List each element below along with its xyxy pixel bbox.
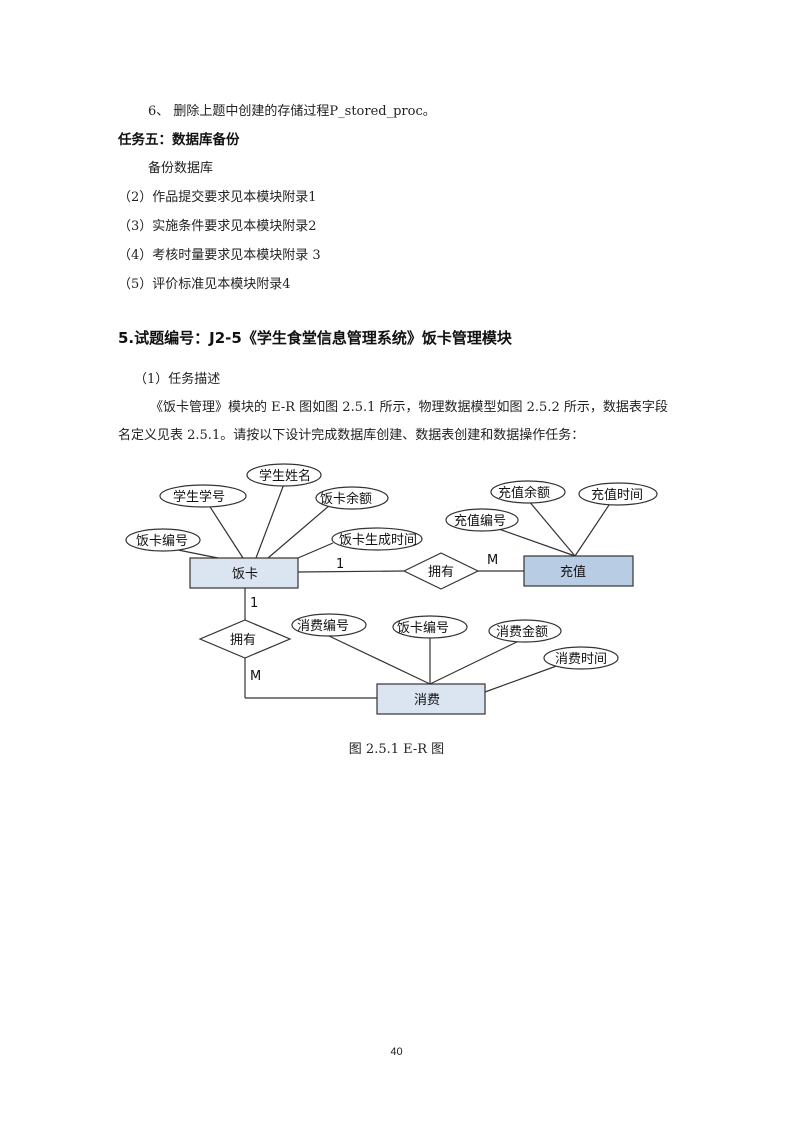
requirement-2: （2）作品提交要求见本模块附录1 [118, 190, 317, 205]
backup-line: 备份数据库 [148, 161, 214, 176]
attr-consume-time: 消费时间 [555, 652, 607, 667]
attr-recharge-no: 充值编号 [454, 513, 506, 529]
attr-student-no: 学生学号 [173, 489, 225, 505]
attr-consume-card-no: 饭卡编号 [397, 621, 449, 636]
item-6: 6、 删除上题中创建的存储过程P_stored_proc。 [148, 104, 436, 119]
attr-card-created-time: 饭卡生成时间 [339, 533, 417, 548]
cardinality-card-consume-many: M [250, 669, 261, 684]
attr-card-balance: 饭卡余额 [320, 491, 372, 507]
entity-recharge-label: 充值 [560, 564, 586, 580]
entity-consume: 消费 [376, 683, 486, 715]
task-description-label: （1）任务描述 [134, 372, 221, 387]
attr-consume-amount: 消费金额 [496, 624, 548, 640]
attr-student-name: 学生姓名 [259, 468, 311, 484]
er-connector-lines [167, 483, 612, 699]
attr-card-no: 饭卡编号 [136, 534, 188, 549]
relationship-card-recharge-label: 拥有 [428, 565, 454, 580]
section-title: 5.试题编号：J2-5《学生食堂信息管理系统》饭卡管理模块 [118, 329, 512, 347]
requirement-5: （5）评价标准见本模块附录4 [118, 277, 291, 292]
relationship-card-recharge: 拥有 [402, 552, 480, 590]
description-paragraph: 《饭卡管理》模块的 E-R 图如图 2.5.1 所示，物理数据模型如图 2.5.… [118, 400, 668, 443]
requirement-4: （4）考核时量要求见本模块附录 3 [118, 248, 321, 263]
attribute-ellipses [125, 463, 658, 670]
cardinality-card-consume-one: 1 [250, 596, 258, 611]
figure-caption: 图 2.5.1 E-R 图 [348, 742, 445, 757]
attr-recharge-amount: 充值余额 [498, 485, 550, 501]
relationship-card-consume-label: 拥有 [230, 633, 256, 648]
task-5-heading: 任务五：数据库备份 [118, 132, 240, 148]
entity-consume-label: 消费 [414, 693, 440, 708]
attr-consume-no: 消费编号 [297, 619, 349, 634]
relationship-card-consume: 拥有 [198, 619, 292, 659]
attr-recharge-time: 充值时间 [591, 487, 643, 503]
cardinality-card-recharge-one: 1 [336, 557, 344, 572]
entity-card: 饭卡 [189, 557, 299, 589]
entity-card-label: 饭卡 [232, 567, 258, 582]
page-number: 40 [390, 1046, 403, 1058]
requirement-3: （3）实施条件要求见本模块附录2 [118, 219, 317, 234]
entity-recharge: 充值 [523, 555, 634, 587]
cardinality-card-recharge-many: M [487, 553, 498, 568]
